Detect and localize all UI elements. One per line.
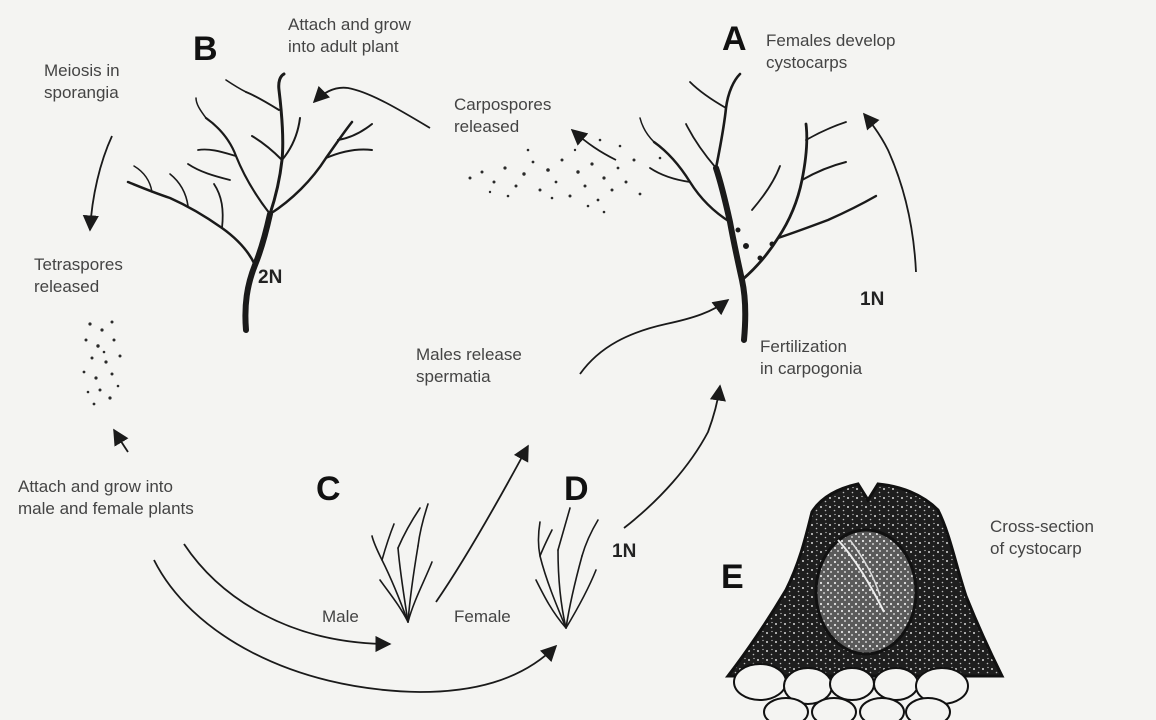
- label-fertilization-carpogonia: Fertilization in carpogonia: [760, 336, 862, 380]
- label-meiosis-in-sporangia: Meiosis in sporangia: [44, 60, 120, 104]
- arrow-1n-to-females-develop: [864, 114, 916, 272]
- label-tetraspores-released: Tetraspores released: [34, 254, 123, 298]
- stage-letter-a: A: [722, 22, 747, 56]
- label-attach-grow-adult: Attach and grow into adult plant: [288, 14, 411, 58]
- label-attach-grow-male-female: Attach and grow into male and female pla…: [18, 476, 194, 520]
- female-plant-a: [640, 74, 876, 340]
- carpospore-cloud: [469, 139, 662, 214]
- caption-cross-section-cystocarp: Cross-section of cystocarp: [990, 516, 1094, 560]
- cystocarp-cross-section: [728, 484, 1002, 720]
- arrow-carpospores-to-plant-b: [314, 88, 430, 128]
- arrow-spermatia-to-fertilization: [580, 300, 728, 374]
- stage-letter-b: B: [193, 32, 218, 66]
- tetraspore-cloud: [83, 321, 122, 406]
- ploidy-label-1n-gametophytes: 1N: [612, 542, 636, 562]
- arrow-attach-to-tetraspores: [114, 430, 128, 452]
- label-carpospores-released: Carpospores released: [454, 94, 551, 138]
- female-plant-d: [536, 508, 598, 628]
- ploidy-label-1n-female: 1N: [860, 290, 884, 310]
- stage-letter-e: E: [721, 560, 744, 594]
- label-female: Female: [454, 606, 511, 628]
- stage-letter-d: D: [564, 472, 589, 506]
- male-plant-c: [372, 504, 432, 622]
- caption-females-develop-cystocarps: Females develop cystocarps: [766, 30, 895, 74]
- arrow-meiosis-to-tetraspores: [90, 136, 112, 230]
- stage-letter-c: C: [316, 472, 341, 506]
- sporophyte-plant-b: [128, 74, 372, 330]
- arrow-female-to-fertilization: [624, 386, 720, 528]
- ploidy-label-2n: 2N: [258, 268, 282, 288]
- label-males-release-spermatia: Males release spermatia: [416, 344, 522, 388]
- label-male: Male: [322, 606, 359, 628]
- arrow-carpospores-released: [572, 130, 616, 160]
- arrow-male-to-spermatia: [436, 446, 528, 602]
